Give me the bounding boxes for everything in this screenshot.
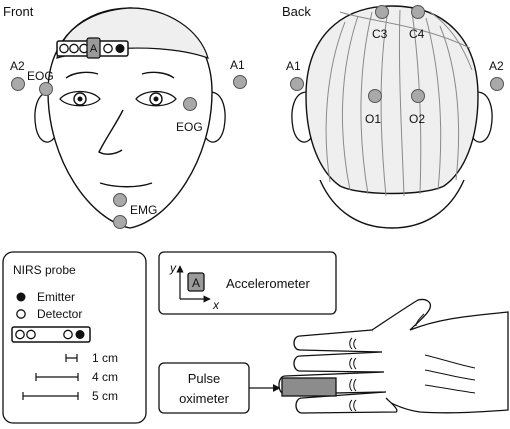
palm-line bbox=[424, 369, 476, 381]
legend-probe bbox=[11, 326, 91, 343]
hair-strand bbox=[429, 11, 473, 71]
label-c4: C4 bbox=[409, 27, 425, 41]
accelerometer-label: Accelerometer bbox=[226, 276, 310, 291]
hair-strand bbox=[425, 17, 442, 191]
legend-emitter-label: Emitter bbox=[37, 290, 75, 304]
pulse-oximeter-legend: Pulse oximeter bbox=[158, 362, 281, 414]
scale-bar-1cm bbox=[65, 354, 78, 362]
hair-strand bbox=[360, 11, 373, 195]
legend-title: NIRS probe bbox=[13, 263, 76, 277]
nail-middle-2 bbox=[353, 357, 357, 370]
scale-4cm-label: 4 cm bbox=[92, 370, 118, 384]
legend-probe-detector bbox=[63, 329, 73, 340]
back-hair bbox=[305, 5, 479, 195]
label-a2-front: A2 bbox=[10, 59, 25, 73]
hair-strand bbox=[325, 21, 346, 183]
accelerometer-chip-letter: A bbox=[192, 276, 200, 290]
legend-probe-emitter bbox=[75, 330, 85, 339]
pulse-line2: oximeter bbox=[179, 391, 230, 406]
electrode-eog-left bbox=[39, 82, 53, 96]
nail-ring-2 bbox=[353, 378, 357, 392]
detector-dot bbox=[103, 43, 113, 54]
nail-little bbox=[349, 399, 353, 412]
accelerometer-chip bbox=[86, 37, 101, 59]
nail-index-2 bbox=[353, 338, 357, 350]
nail-little-2 bbox=[353, 399, 357, 412]
electrode-a1-front bbox=[233, 75, 247, 89]
accelerometer-legend: y x A Accelerometer bbox=[158, 251, 337, 315]
label-a1-back: A1 bbox=[286, 59, 301, 73]
scale-bar-5cm bbox=[22, 392, 79, 400]
pulse-oximeter-sensor bbox=[281, 377, 337, 397]
nail-index bbox=[349, 337, 353, 350]
nirs-probe-front: A bbox=[56, 37, 129, 59]
hair-strand bbox=[398, 9, 405, 197]
palm-line bbox=[424, 354, 476, 369]
right-pupil bbox=[153, 96, 159, 102]
back-neck bbox=[319, 179, 465, 229]
electrode-o2 bbox=[411, 89, 425, 103]
index-finger bbox=[293, 329, 383, 353]
label-o2: O2 bbox=[409, 112, 425, 126]
legend-probe-detector bbox=[15, 329, 25, 340]
legend-detector-dot bbox=[16, 309, 26, 319]
label-a2-back: A2 bbox=[489, 59, 504, 73]
palm-line bbox=[424, 384, 476, 394]
nail-middle bbox=[349, 357, 353, 370]
nail-ring bbox=[349, 378, 353, 392]
hair-strand bbox=[341, 15, 359, 191]
probe-letter: A bbox=[90, 43, 98, 55]
back-head: Back C3 C4 A1 A2 O1 bbox=[282, 4, 504, 229]
little-finger bbox=[295, 391, 398, 414]
electrode-c4 bbox=[411, 5, 425, 19]
back-title: Back bbox=[282, 4, 311, 19]
emitter-dot bbox=[115, 44, 125, 53]
label-eog-right: EOG bbox=[176, 120, 203, 134]
label-emg: EMG bbox=[130, 203, 157, 217]
left-eyebrow bbox=[65, 71, 99, 79]
hair-strand bbox=[380, 9, 389, 197]
hair-strand bbox=[339, 11, 471, 49]
hair-strands bbox=[325, 9, 473, 197]
hair-strand bbox=[439, 25, 460, 181]
electrode-a1-back bbox=[290, 77, 304, 91]
scale-5cm-label: 5 cm bbox=[92, 389, 118, 403]
electrode-emg-upper bbox=[113, 193, 127, 207]
label-c3: C3 bbox=[372, 27, 388, 41]
electrode-c3 bbox=[375, 5, 389, 19]
scale-1cm-label: 1 cm bbox=[92, 351, 118, 365]
label-eog-left: EOG bbox=[27, 69, 54, 83]
legend-emitter-dot bbox=[16, 292, 26, 302]
right-eyebrow bbox=[141, 71, 175, 79]
electrode-eog-right bbox=[183, 97, 197, 111]
middle-finger bbox=[293, 351, 385, 373]
label-o1: O1 bbox=[365, 112, 381, 126]
legend-detector-label: Detector bbox=[37, 307, 82, 321]
axis-x-label: x bbox=[212, 298, 220, 312]
pulse-line1: Pulse bbox=[188, 371, 221, 386]
thumb-crease bbox=[415, 313, 425, 327]
detector-dot bbox=[69, 43, 79, 54]
nose bbox=[98, 109, 124, 155]
axis-y-label: y bbox=[169, 261, 177, 275]
left-pupil bbox=[77, 96, 83, 102]
accelerometer-chip-legend bbox=[187, 272, 205, 292]
palm bbox=[371, 298, 509, 414]
detector-dot bbox=[59, 43, 69, 54]
label-a1-front: A1 bbox=[230, 58, 245, 72]
electrode-a2 bbox=[11, 77, 25, 91]
electrode-a2-back bbox=[490, 77, 504, 91]
electrode-o1 bbox=[368, 89, 382, 103]
legend-probe-detector bbox=[26, 329, 36, 340]
electrode-emg-lower bbox=[113, 215, 127, 229]
front-title: Front bbox=[3, 4, 34, 19]
scale-bar-4cm bbox=[35, 373, 79, 381]
mouth bbox=[99, 182, 153, 188]
nirs-legend: NIRS probe Emitter Detector 1 cm 4 cm 5 … bbox=[2, 251, 147, 424]
hand bbox=[278, 298, 509, 414]
front-head: Front A bbox=[3, 4, 247, 229]
